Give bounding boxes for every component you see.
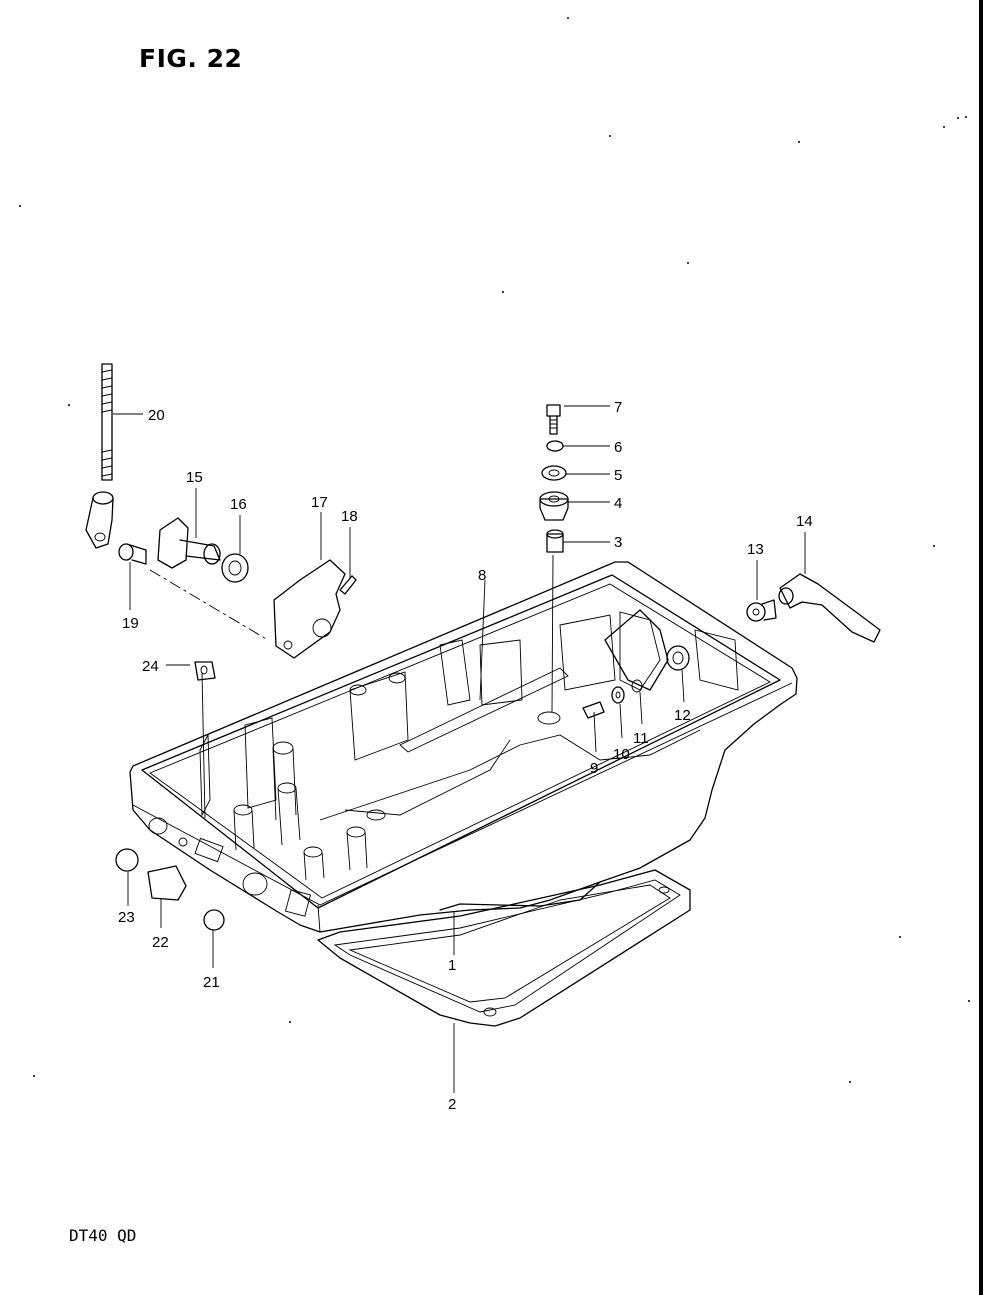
part-seal	[317, 869, 691, 1027]
part-lever-13-14	[746, 573, 881, 643]
part-lower-cover	[129, 561, 798, 933]
callout-6: 6	[614, 439, 622, 456]
callout-21: 21	[203, 974, 220, 991]
part-stack-3-7	[539, 404, 569, 553]
callout-8: 8	[478, 567, 486, 584]
callout-2: 2	[448, 1096, 456, 1113]
part-bracket-9-12	[582, 609, 690, 719]
callout-24: 24	[142, 658, 159, 675]
part-left-assembly	[85, 363, 357, 659]
callout-12: 12	[674, 707, 691, 724]
callout-4: 4	[614, 495, 622, 512]
figure-title: FIG. 22	[139, 44, 243, 73]
scan-speckles	[19, 17, 970, 1083]
callout-18: 18	[341, 508, 358, 525]
callout-23: 23	[118, 909, 135, 926]
callout-14: 14	[796, 513, 813, 530]
page-edge-rule	[979, 0, 983, 1295]
callout-5: 5	[614, 467, 622, 484]
callout-13: 13	[747, 541, 764, 558]
callout-1: 1	[448, 957, 456, 974]
leader-lines	[113, 405, 806, 1093]
callout-15: 15	[186, 469, 203, 486]
callout-9: 9	[590, 760, 598, 777]
callout-7: 7	[614, 399, 622, 416]
callout-22: 22	[152, 934, 169, 951]
callout-labels: 1 2 3 4 5 6 7 8 9 10 11 12 13 14 15 16 1…	[118, 399, 813, 1113]
callout-20: 20	[148, 407, 165, 424]
callout-3: 3	[614, 534, 622, 551]
callout-16: 16	[230, 496, 247, 513]
part-plugs-21-24	[115, 661, 225, 931]
model-code: DT40 QD	[69, 1226, 137, 1245]
callout-19: 19	[122, 615, 139, 632]
callout-17: 17	[311, 494, 328, 511]
callout-10: 10	[613, 746, 630, 763]
callout-11: 11	[633, 730, 649, 747]
